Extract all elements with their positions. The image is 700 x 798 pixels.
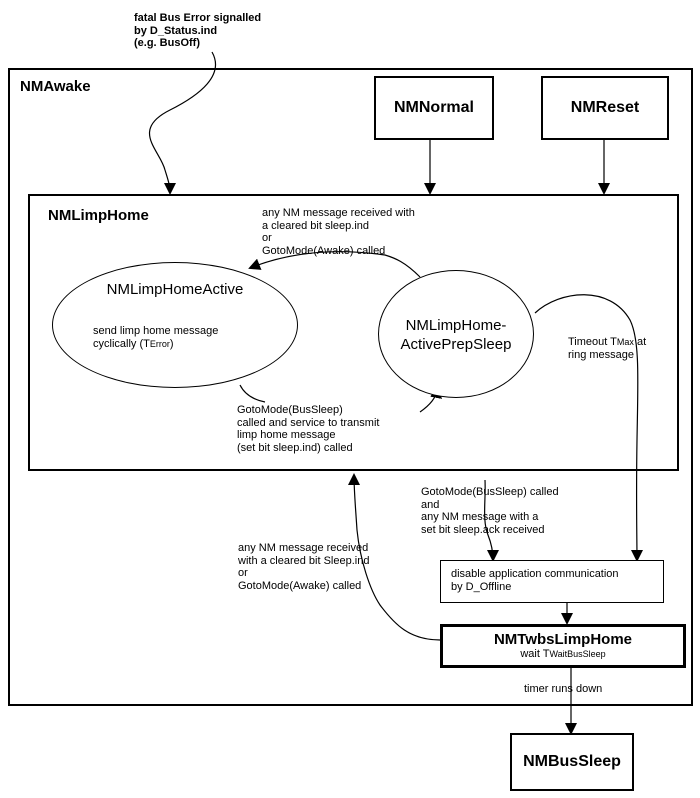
note-line-2: by D_Status.ind [134,24,218,37]
note-line-3: (e.g. BusOff) [134,37,200,49]
state-nmawake: NMAwake [8,68,693,706]
state-nmreset-label: NMReset [570,99,640,116]
desc-line-2: cyclically (TError) [93,338,218,351]
timeout-sub: Max [616,337,634,347]
arrow-fatal-bus-error [148,51,217,195]
prepsleep-line-2: ActivePrepSleep [400,336,512,353]
transition-to-disable-label: GotoMode(BusSleep) called and any NM mes… [421,486,559,536]
state-nmlimphomeactive-desc: send limp home message cyclically (TErro… [93,325,218,350]
transition-back-to-limphome-label: any NM message received with a cleared b… [238,542,370,592]
arrow-limphome-to-disable [484,479,499,562]
transition-timeout-label: Timeout TMax at ring message [568,336,646,361]
fatal-bus-error-note: fatal Bus Error signalled by D_Status.in… [134,12,261,50]
timeout-text: Timeout T [568,336,617,348]
state-prepsleep-label: NMLimpHome- ActivePrepSleep [379,316,533,354]
state-nmtwbslimphome: NMTwbsLimpHome wait TWaitBusSleep [440,624,686,668]
desc-line-2-text: cyclically (T [93,337,150,350]
timeout-line-2: ring message [568,348,635,361]
prepsleep-line-1: NMLimpHome- [405,317,507,334]
arrow-timeout [534,294,643,562]
timeout-at: at [633,336,647,348]
state-nmtwbslimphome-label: NMTwbsLimpHome [493,631,633,648]
state-nmlimphome: NMLimpHome [28,194,679,471]
desc-line-2-close: ) [169,337,174,350]
state-nmlimphome-title: NMLimpHome [48,207,149,224]
transition-to-active-label: any NM message received with a cleared b… [262,207,415,257]
arrow-twbs-to-limphome [348,473,441,641]
state-nmlimphomeactive: NMLimpHomeActive send limp home message … [52,262,298,388]
desc-line-1: send limp home message [93,325,219,337]
state-nmawake-title: NMAwake [20,78,91,95]
state-nmlimphome-activeprepsleep: NMLimpHome- ActivePrepSleep [378,270,534,398]
arrow-prepsleep-to-active [248,251,421,278]
state-nmnormal-label: NMNormal [393,99,474,116]
wait-text: wait T [520,648,550,660]
state-nmlimphomeactive-label: NMLimpHomeActive [106,281,244,298]
state-nmreset: NMReset [541,76,669,140]
transition-to-prepsleep-label: GotoMode(BusSleep) called and service to… [237,404,380,454]
transition-timer-label: timer runs down [524,683,603,695]
note-line-1: fatal Bus Error signalled [134,12,262,24]
state-nmbussleep: NMBusSleep [510,733,634,791]
action-disable-communication: disable application communication by D_O… [440,560,664,603]
desc-line-2-sub: Error [149,338,170,349]
state-nmtwbslimphome-wait: wait TWaitBusSleep [443,648,683,661]
state-nmbussleep-label: NMBusSleep [523,753,621,770]
state-nmnormal: NMNormal [374,76,494,140]
wait-sub: WaitBusSleep [549,649,606,659]
